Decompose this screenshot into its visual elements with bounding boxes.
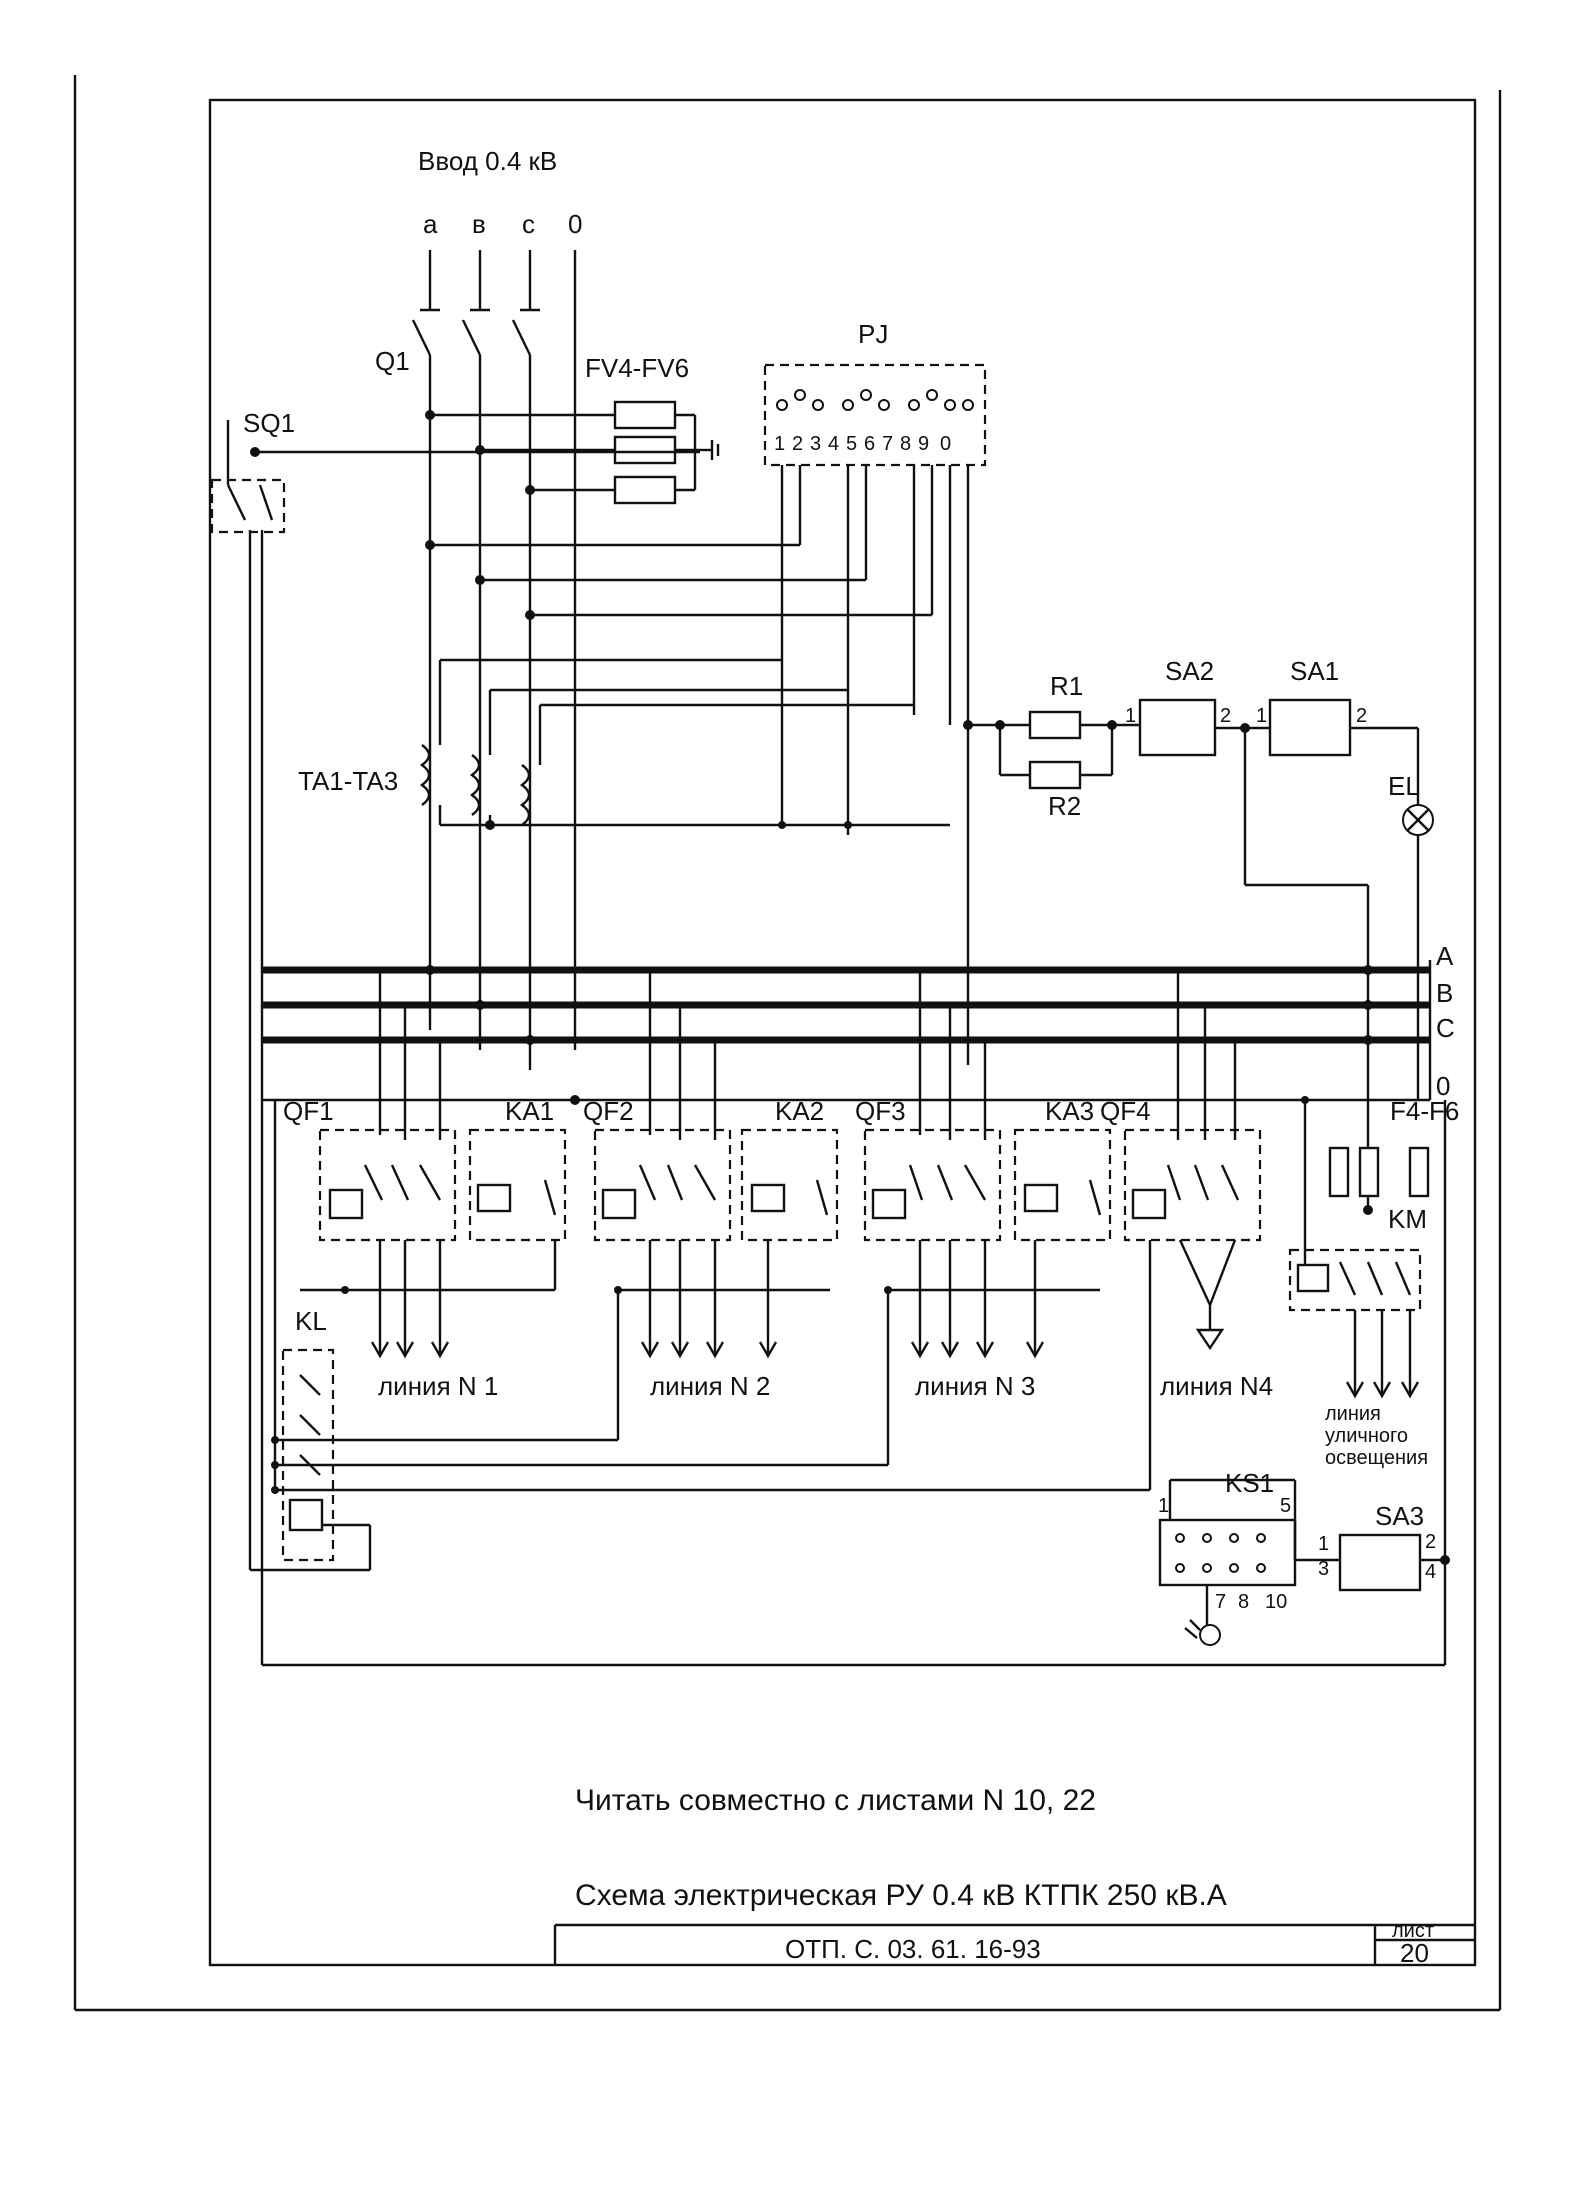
- el-label: EL: [1388, 771, 1420, 801]
- ka2-label: KA2: [775, 1096, 824, 1126]
- ks1-label: KS1: [1225, 1468, 1274, 1498]
- ks1-pin10: 10: [1265, 1591, 1287, 1613]
- kl-relay: [250, 1100, 1150, 1572]
- svg-text:9: 9: [918, 433, 929, 455]
- kl-label: KL: [295, 1306, 327, 1336]
- svg-text:5: 5: [846, 433, 857, 455]
- sa2-pin2: 2: [1220, 705, 1231, 727]
- qf1-label: QF1: [283, 1096, 334, 1126]
- current-transformers: [419, 660, 542, 830]
- ks1-pin7: 7: [1215, 1591, 1226, 1613]
- pj-terminal-numbers: 1 2 3 4 5 6 7 8 9 0: [774, 433, 951, 455]
- sa1-label: SA1: [1290, 656, 1339, 686]
- ks1-pin5: 5: [1280, 1495, 1291, 1517]
- sq1-switch: [210, 420, 700, 1590]
- qf4-label: QF4: [1100, 1096, 1151, 1126]
- r1-label: R1: [1050, 671, 1083, 701]
- ks1-relay: [1158, 1100, 1450, 1665]
- feeder-1: [300, 970, 567, 1359]
- sq1-label: SQ1: [243, 408, 295, 438]
- bus-zero-label: 0: [1436, 1071, 1450, 1101]
- document-code: ОТП. С. 03. 61. 16-93: [785, 1934, 1041, 1964]
- svg-text:6: 6: [864, 433, 875, 455]
- sa2-label: SA2: [1165, 656, 1214, 686]
- svg-text:4: 4: [828, 433, 839, 455]
- km-contactor: [1288, 1096, 1430, 1399]
- incoming-conductors: [420, 250, 577, 1050]
- line-n3-label: линия N 3: [915, 1371, 1035, 1401]
- street-line-3: освещения: [1325, 1447, 1428, 1469]
- svg-text:1: 1: [774, 433, 785, 455]
- bus-b-label: B: [1436, 978, 1453, 1008]
- phase-c-label: с: [522, 209, 535, 239]
- sa3-pin1: 1: [1318, 1533, 1329, 1555]
- feeder-2: [593, 970, 839, 1440]
- ka1-label: KA1: [505, 1096, 554, 1126]
- pj-meter-box: [763, 363, 987, 467]
- sa2-pin1: 1: [1125, 705, 1136, 727]
- svg-text:0: 0: [940, 433, 951, 455]
- qf2-label: QF2: [583, 1096, 634, 1126]
- line-n1-label: линия N 1: [378, 1371, 498, 1401]
- fv-label: FV4-FV6: [585, 353, 689, 383]
- feeder-3: [863, 970, 1112, 1465]
- sa1-pin2: 2: [1356, 705, 1367, 727]
- ta-label: TA1-TA3: [298, 766, 398, 796]
- phase-0-label: 0: [568, 209, 582, 239]
- line-n2-label: линия N 2: [650, 1371, 770, 1401]
- street-line-2: уличного: [1325, 1425, 1408, 1447]
- ks1-pin1: 1: [1158, 1495, 1169, 1517]
- phase-a-label: а: [423, 209, 438, 239]
- sheet-label: лист: [1392, 1920, 1434, 1942]
- street-line-1: линия: [1325, 1403, 1381, 1425]
- r2-label: R2: [1048, 791, 1081, 821]
- sa3-pin4: 4: [1425, 1561, 1436, 1583]
- input-title: Ввод 0.4 кВ: [418, 146, 557, 176]
- sheet-number: 20: [1400, 1938, 1429, 1968]
- svg-text:7: 7: [882, 433, 893, 455]
- drawing-frame: [208, 98, 1477, 1967]
- qf3-label: QF3: [855, 1096, 906, 1126]
- title-block: [553, 1923, 1475, 1965]
- bus-c-label: C: [1436, 1013, 1455, 1043]
- ks1-pin8: 8: [1238, 1591, 1249, 1613]
- lighting-circuit: [963, 698, 1434, 1210]
- q1-switch: [411, 319, 535, 1070]
- km-label: KM: [1388, 1204, 1427, 1234]
- pj-label: PJ: [858, 319, 888, 349]
- pj-wiring: [430, 465, 970, 1065]
- svg-text:2: 2: [792, 433, 803, 455]
- feeder-4: [1123, 970, 1262, 1490]
- surge-arresters: [430, 400, 720, 505]
- phase-b-label: в: [472, 209, 486, 239]
- svg-text:3: 3: [810, 433, 821, 455]
- drawing-title: Схема электрическая РУ 0.4 кВ КТПК 250 к…: [575, 1879, 1227, 1912]
- busbar-junctions: [425, 965, 1373, 1105]
- sa3-pin2: 2: [1425, 1531, 1436, 1553]
- sa3-label: SA3: [1375, 1501, 1424, 1531]
- ka3-label: KA3: [1045, 1096, 1094, 1126]
- sa1-pin1: 1: [1256, 705, 1267, 727]
- sa3-pin3: 3: [1318, 1558, 1329, 1580]
- svg-text:8: 8: [900, 433, 911, 455]
- pj-terminals: [776, 389, 974, 411]
- note-text: Читать совместно с листами N 10, 22: [575, 1784, 1096, 1817]
- bus-a-label: A: [1436, 941, 1454, 971]
- line-n4-label: линия N4: [1160, 1371, 1273, 1401]
- f-label: F4-F6: [1390, 1096, 1459, 1126]
- q1-label: Q1: [375, 346, 410, 376]
